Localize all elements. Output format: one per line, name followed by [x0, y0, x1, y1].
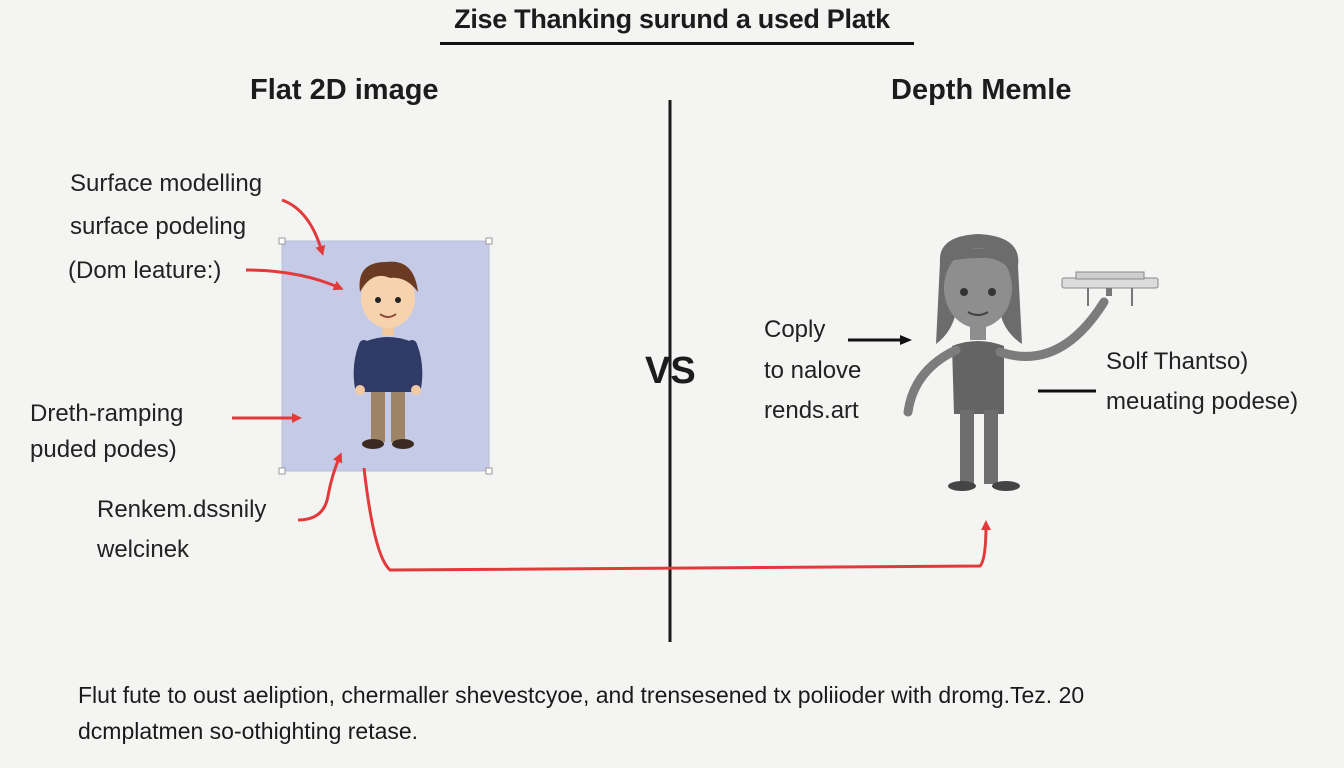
- arrow-flat-to-depth: [362, 467, 991, 572]
- resize-handle-br: [485, 467, 493, 475]
- arrow-dom-leature: [245, 268, 344, 291]
- label-puded-podes: puded podes): [30, 436, 177, 463]
- label-rends-art: rends.art: [764, 397, 859, 424]
- label-surface-modelling: Surface modelling: [70, 170, 263, 197]
- vs-label: VS: [645, 350, 696, 392]
- tray-icon: [1061, 271, 1159, 306]
- label-renkem: Renkem.dssnily: [97, 496, 267, 523]
- label-to-nalove: to nalove: [764, 357, 862, 384]
- arrow-renkem: [297, 452, 343, 522]
- gray-girl-figure: [903, 234, 1109, 491]
- title-underline: [440, 42, 914, 45]
- left-heading: Flat 2D image: [250, 74, 439, 106]
- diagram-title: Zise Thanking surund a used Platk: [454, 4, 890, 34]
- arrow-surface-modelling: [281, 198, 326, 256]
- label-meuating-podese: meuating podese): [1106, 388, 1299, 415]
- label-dreth-ramping: Dreth-ramping: [30, 400, 184, 427]
- label-surface-podeling: surface podeling: [70, 213, 247, 240]
- caption-line-1: Flut fute to oust aeliption, chermaller …: [78, 682, 1085, 708]
- cartoon-boy-figure: [353, 261, 423, 449]
- caption: Flut fute to oust aeliption, chermaller …: [78, 678, 1278, 749]
- label-welcinek: welcinek: [97, 536, 190, 563]
- resize-handle-bl: [278, 467, 286, 475]
- label-coply: Coply: [764, 316, 826, 343]
- resize-handle-tr: [485, 237, 493, 245]
- right-heading: Depth Memle: [891, 74, 1072, 106]
- resize-handle-tl: [278, 237, 286, 245]
- caption-line-2: dcmplatmen so-othighting retase.: [78, 717, 419, 744]
- label-solf-thantso: Solf Thantso): [1106, 348, 1249, 375]
- label-dom-leature: (Dom leature:): [68, 257, 222, 284]
